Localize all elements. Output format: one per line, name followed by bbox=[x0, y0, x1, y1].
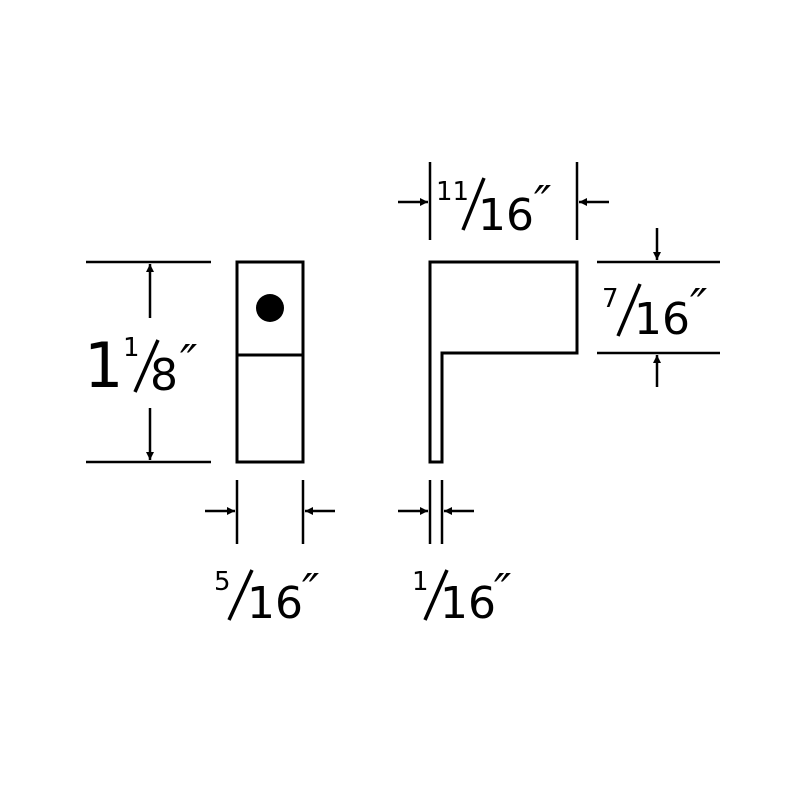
side-view-profile bbox=[428, 260, 579, 464]
mounting-hole bbox=[256, 294, 284, 322]
thickness-fraction-slash bbox=[423, 569, 449, 621]
top-width-label-unit: ″ bbox=[534, 176, 551, 230]
thickness-label-unit: ″ bbox=[494, 564, 511, 618]
width-fraction-slash bbox=[227, 569, 254, 621]
flange-fraction-slash bbox=[616, 283, 642, 337]
flange-label-denominator: 16 bbox=[634, 294, 690, 345]
top-width-label-denominator: 16 bbox=[478, 190, 534, 241]
front-view-body bbox=[235, 260, 305, 464]
top-width-fraction-slash bbox=[461, 177, 486, 231]
thickness-label-denominator: 16 bbox=[440, 578, 496, 629]
flange-label-unit: ″ bbox=[690, 279, 707, 333]
front-view bbox=[235, 260, 305, 464]
width-label-unit: ″ bbox=[302, 564, 319, 618]
thickness-dimension: 1 16 ″ bbox=[398, 480, 511, 629]
width-label-denominator: 16 bbox=[247, 578, 303, 629]
height-fraction-slash bbox=[133, 339, 160, 393]
side-view bbox=[428, 260, 579, 464]
height-label-whole: 1 bbox=[84, 329, 123, 402]
height-label-unit: ″ bbox=[180, 335, 197, 389]
height-label-numerator: 1 bbox=[123, 333, 140, 363]
top-width-dimension: 11 16 ″ bbox=[398, 162, 609, 241]
width-label-numerator: 5 bbox=[214, 567, 231, 597]
thickness-label-numerator: 1 bbox=[412, 567, 429, 597]
top-width-label-numerator: 11 bbox=[436, 177, 469, 207]
height-label-denominator: 8 bbox=[150, 350, 178, 401]
height-dimension: 1 1 8 ″ bbox=[84, 260, 211, 464]
width-dimension: 5 16 ″ bbox=[205, 480, 335, 629]
flange-label-numerator: 7 bbox=[602, 284, 619, 314]
flange-height-dimension: 7 16 ″ bbox=[597, 228, 720, 387]
